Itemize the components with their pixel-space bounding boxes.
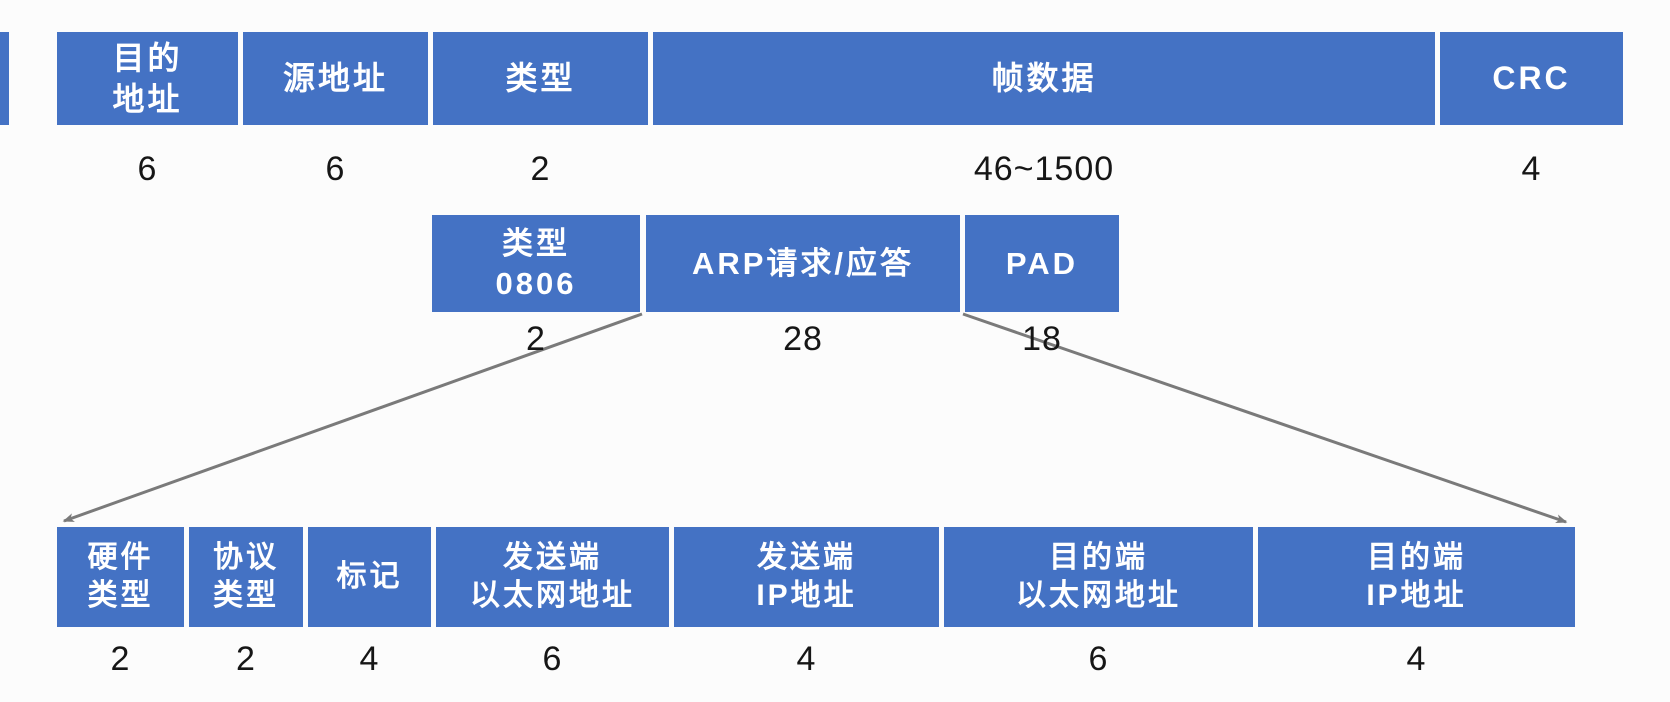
size-label-type-0806: 2	[526, 320, 546, 358]
field-label-protocol-type: 类型	[213, 579, 279, 612]
field-label-target-ip-address: IP地址	[1366, 579, 1467, 612]
field-type: 类型	[433, 32, 648, 125]
size-label-arp-request-reply: 28	[783, 320, 823, 358]
field-label-type-0806: 0806	[495, 265, 577, 301]
field-flag: 标记	[308, 527, 431, 627]
size-label-pad: 18	[1022, 320, 1062, 358]
size-label-sender-ethernet-address: 6	[542, 640, 563, 678]
field-label-sender-ethernet-address: 发送端	[503, 540, 602, 574]
field-label-source-address: 源地址	[282, 60, 388, 97]
size-label-sender-ip-address: 4	[796, 640, 817, 678]
field-label-flag: 标记	[336, 559, 403, 593]
field-source-address: 源地址	[243, 32, 428, 125]
size-label-protocol-type: 2	[236, 640, 256, 678]
field-target-ip-address: 目的端 IP地址	[1258, 527, 1575, 627]
field-label-destination-address: 地址	[112, 80, 183, 117]
field-label-destination-address: 目的	[112, 39, 183, 76]
field-sender-ip-address: 发送端 IP地址	[674, 527, 939, 627]
field-destination-address: 目的地址	[57, 32, 238, 125]
field-label-type-0806: 类型	[502, 226, 570, 262]
size-label-type: 2	[530, 150, 551, 188]
field-protocol-type: 协议类型	[189, 527, 303, 627]
field-label-protocol-type: 协议	[213, 540, 279, 574]
size-label-hardware-type: 2	[110, 640, 131, 678]
field-frame-data: 帧数据	[653, 32, 1435, 125]
field-label-pad: PAD	[1005, 245, 1079, 281]
field-label-target-ip-address: 目的端	[1367, 540, 1466, 574]
field-label-hardware-type: 类型	[87, 579, 154, 612]
field-label-type: 类型	[505, 60, 576, 97]
field-label-arp-request-reply: ARP请求/应答	[691, 245, 915, 281]
size-label-crc: 4	[1521, 150, 1542, 188]
field-label-hardware-type: 硬件	[87, 540, 154, 574]
field-label-sender-ethernet-address: 以太网地址	[470, 579, 635, 612]
size-label-target-ip-address: 4	[1406, 640, 1427, 678]
size-label-destination-address: 6	[137, 150, 158, 188]
field-label-crc: CRC	[1492, 60, 1571, 97]
left-edge-box-fragment	[0, 32, 9, 125]
field-crc: CRC	[1440, 32, 1623, 125]
field-target-ethernet-address: 目的端以太网地址	[944, 527, 1253, 627]
field-sender-ethernet-address: 发送端以太网地址	[436, 527, 669, 627]
field-pad: PAD	[965, 215, 1119, 312]
field-hardware-type: 硬件类型	[57, 527, 184, 627]
size-label-target-ethernet-address: 6	[1088, 640, 1109, 678]
field-label-frame-data: 帧数据	[991, 60, 1097, 97]
size-label-source-address: 6	[325, 150, 346, 188]
field-arp-request-reply: ARP请求/应答	[646, 215, 960, 312]
field-label-sender-ip-address: 发送端	[757, 540, 856, 574]
field-label-target-ethernet-address: 目的端	[1049, 540, 1148, 574]
field-label-sender-ip-address: IP地址	[756, 579, 857, 612]
size-label-flag: 4	[359, 640, 380, 678]
size-label-frame-data: 46~1500	[973, 150, 1115, 188]
field-label-target-ethernet-address: 以太网地址	[1016, 579, 1181, 612]
